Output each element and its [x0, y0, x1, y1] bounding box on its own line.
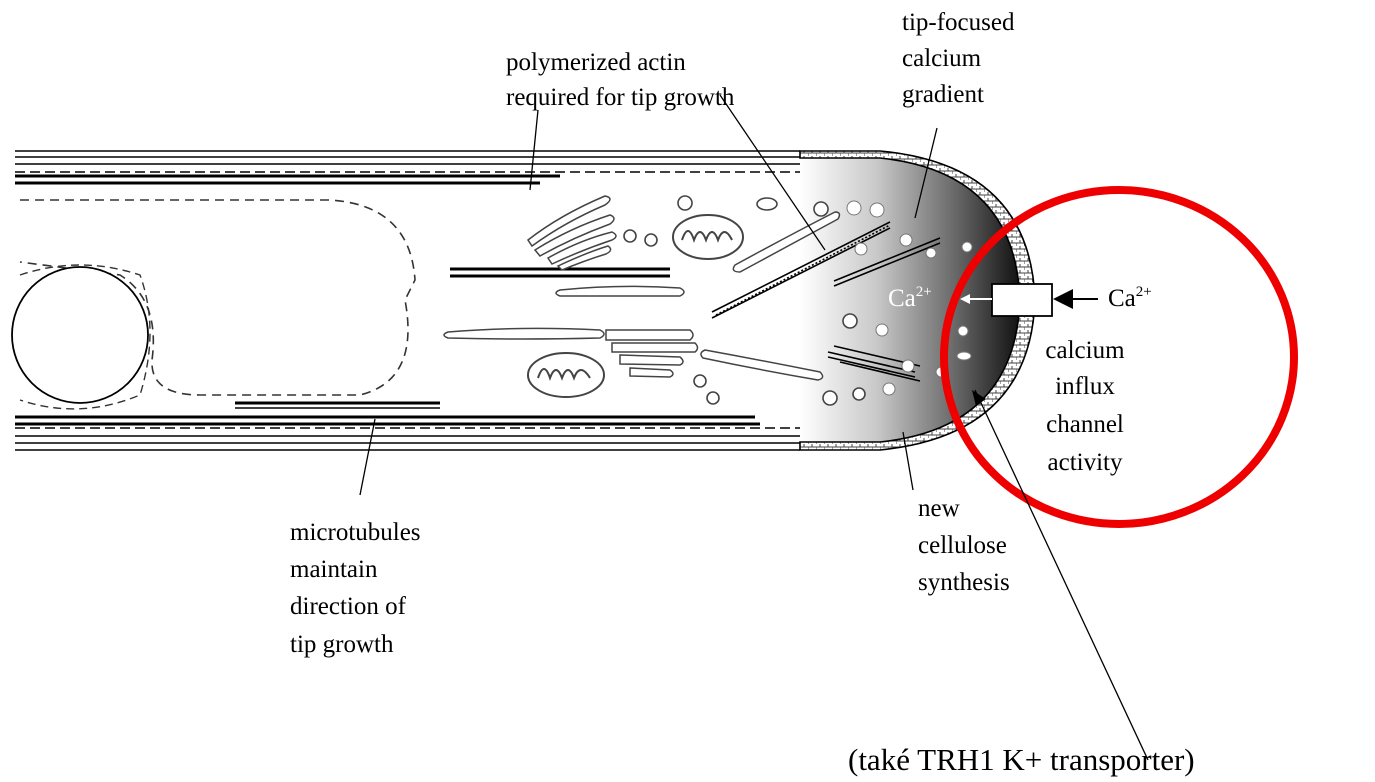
label-micro-3: direction of — [290, 593, 407, 620]
label-ca-outside: Ca2+ — [1108, 284, 1152, 312]
mitochondrion-lower — [528, 353, 604, 397]
label-cellulose-1: new — [918, 495, 960, 522]
label-channel-1: calcium — [1045, 337, 1125, 364]
label-actin-1: polymerized actin — [506, 49, 686, 76]
label-micro-2: maintain — [290, 556, 378, 583]
label-micro-4: tip growth — [290, 631, 394, 658]
channel-box — [992, 284, 1052, 316]
label-actin-2: required for tip growth — [506, 84, 735, 111]
label-micro-1: microtubules — [290, 519, 421, 546]
label-channel-3: channel — [1046, 411, 1124, 438]
mitochondrion-upper — [673, 215, 743, 259]
label-tipcal-1: tip-focused — [902, 9, 1015, 36]
endoplasmic-reticulum — [444, 212, 839, 380]
label-trh1: (také TRH1 K+ transporter) — [848, 742, 1195, 777]
label-channel-4: activity — [1048, 449, 1123, 476]
label-tipcal-3: gradient — [902, 81, 984, 108]
nucleus — [12, 267, 148, 403]
label-cellulose-2: cellulose — [918, 532, 1007, 559]
label-cellulose-3: synthesis — [918, 569, 1010, 596]
golgi-upper — [528, 196, 616, 270]
label-tipcal-2: calcium — [902, 45, 982, 72]
label-channel-2: influx — [1055, 373, 1115, 400]
golgi-lower — [606, 330, 698, 377]
